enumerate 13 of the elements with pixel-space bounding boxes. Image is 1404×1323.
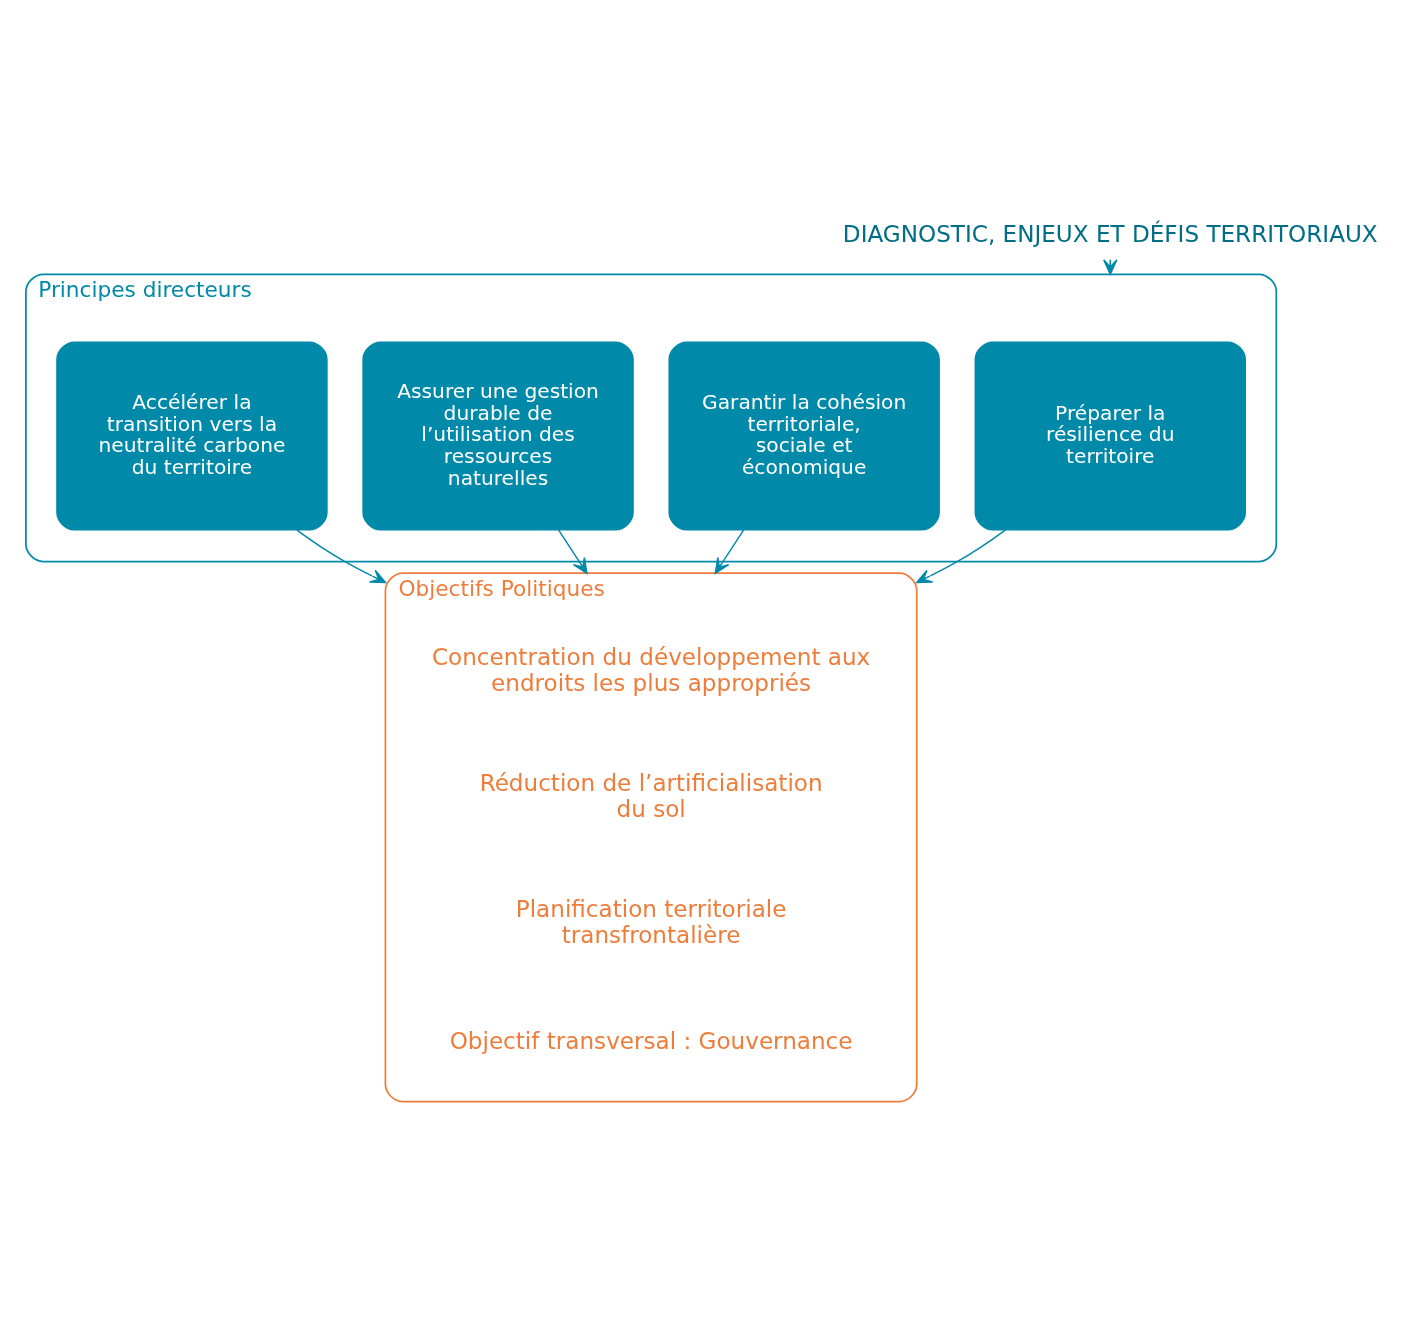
arrow <box>557 528 588 574</box>
node-text: Concentration du développement aux endroits les plus appropriés <box>431 643 871 696</box>
node-box: Préparer la résilience du territoire <box>974 340 1246 531</box>
node-box: Garantir la cohésion territoriale, sociale et économique <box>668 340 940 531</box>
node-text: Objectif transversal : Gouvernance <box>449 1027 853 1054</box>
arrow <box>916 528 1006 583</box>
node-text: DIAGNOSTIC, ENJEUX ET DÉFIS TERRITORIAUX <box>842 220 1378 247</box>
arrow <box>714 528 745 574</box>
node-text: Réduction de l’artificialisation du sol <box>479 769 823 822</box>
node-box: Assurer une gestion durable de l’utilisation des ressources naturelles <box>362 340 634 531</box>
node-box: Accélérer la transition vers la neutralité carbone du territoire <box>56 340 328 531</box>
arrow <box>296 528 387 583</box>
node-text: Planification territoriale transfrontalière <box>515 895 787 948</box>
